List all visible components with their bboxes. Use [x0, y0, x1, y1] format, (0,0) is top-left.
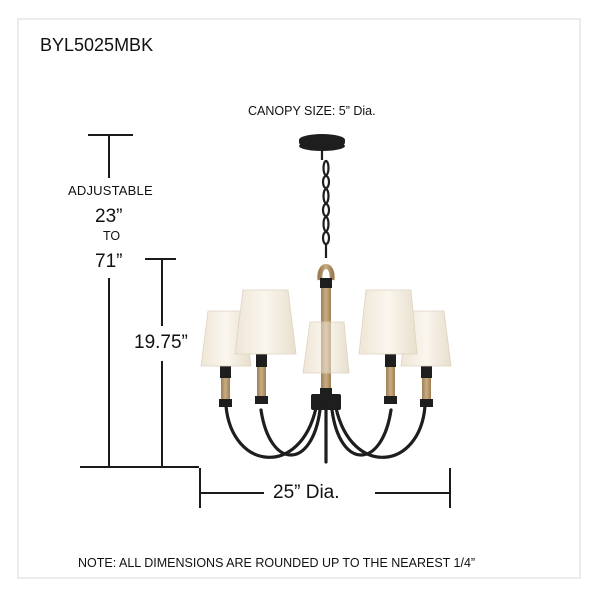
overall-height-top-cap: [88, 134, 133, 136]
max-height-value: 71”: [95, 251, 123, 272]
min-height-value: 23”: [95, 206, 123, 227]
shade-right-inner-icon: [358, 289, 418, 355]
socket-right-inner-icon: [384, 351, 397, 404]
socket-left-inner-icon: [255, 351, 268, 404]
to-label: TO: [103, 229, 121, 243]
shade-left-inner-icon: [234, 289, 297, 355]
body-height-top-line: [161, 258, 163, 326]
arms-icon: [224, 404, 427, 464]
shade-center-icon: [302, 321, 350, 374]
socket-left-outer-icon: [219, 364, 232, 407]
canopy-size-label: CANOPY SIZE: 5” Dia.: [248, 104, 376, 118]
canopy-icon: [299, 134, 345, 151]
body-height-top-cap: [145, 258, 176, 260]
chain-icon: [320, 150, 331, 258]
body-height-value: 19.75”: [134, 332, 188, 353]
dimensions-note: NOTE: ALL DIMENSIONS ARE ROUNDED UP TO T…: [78, 556, 476, 570]
model-number: BYL5025MBK: [40, 35, 154, 55]
socket-right-outer-icon: [420, 364, 433, 407]
overall-height-top-line: [108, 134, 110, 178]
adjustable-label: ADJUSTABLE: [68, 183, 153, 198]
diameter-right-cap: [449, 468, 451, 508]
overall-height-bottom-line: [108, 278, 110, 466]
diagram-frame: [17, 18, 581, 579]
diameter-left-line: [200, 492, 264, 494]
hub-icon: [311, 394, 341, 410]
height-baseline: [80, 466, 199, 468]
body-height-bottom-line: [161, 361, 163, 466]
diameter-value: 25” Dia.: [273, 482, 340, 503]
diameter-left-cap: [199, 468, 201, 508]
diameter-right-line: [375, 492, 450, 494]
